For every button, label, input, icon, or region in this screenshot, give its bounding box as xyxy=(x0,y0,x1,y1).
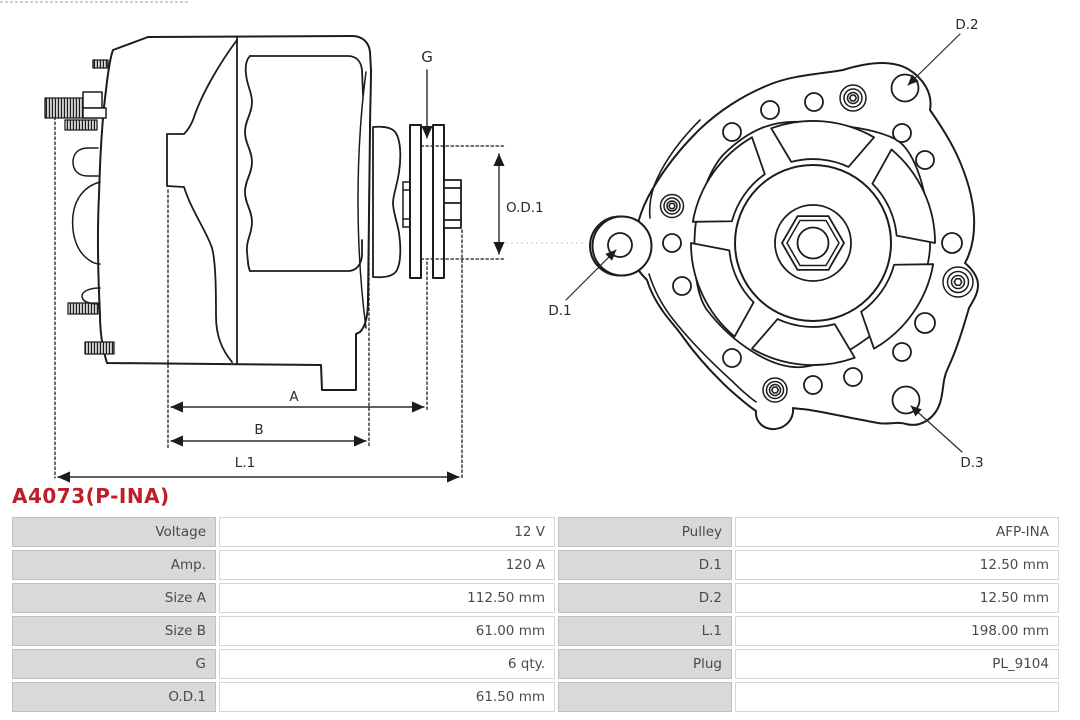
spec-value-cell: 6 qty. xyxy=(219,649,555,679)
fan-vanes xyxy=(690,120,936,366)
d3-label: D.3 xyxy=(960,455,983,471)
mounting-studs xyxy=(44,59,115,355)
d3-leader xyxy=(910,405,963,453)
spec-value-cell: 61.50 mm xyxy=(219,682,555,712)
web-lines xyxy=(648,119,757,403)
spec-label-cell: Size B xyxy=(12,616,216,646)
spec-value-cell: 112.50 mm xyxy=(219,583,555,613)
screw-icon xyxy=(762,377,788,403)
side-view-labels: G O.D.1 A B L.1 xyxy=(235,48,544,471)
spec-table: Voltage 12 V Pulley AFP-INA Amp. 120 A D… xyxy=(12,517,1059,712)
stud-icon xyxy=(67,302,99,315)
side-internal-lines xyxy=(166,36,367,364)
spec-value-cell: 61.00 mm xyxy=(219,616,555,646)
rear-boss xyxy=(372,125,402,279)
spec-value-cell: 198.00 mm xyxy=(735,616,1059,646)
screw-icon xyxy=(839,84,867,112)
spec-label-cell: Size A xyxy=(12,583,216,613)
stud-icon xyxy=(64,119,98,131)
spec-label-cell: D.1 xyxy=(558,550,732,580)
part-number: A4073(P-INA) xyxy=(12,484,170,508)
stud-bracket xyxy=(82,91,103,109)
spec-label-cell: G xyxy=(12,649,216,679)
b-label: B xyxy=(254,422,263,438)
stud-icon xyxy=(84,341,115,355)
d1-leader xyxy=(565,249,617,301)
spec-label-cell: Voltage xyxy=(12,517,216,547)
screw-icon xyxy=(659,193,685,219)
spec-label-cell: D.2 xyxy=(558,583,732,613)
spec-value-cell: 12.50 mm xyxy=(735,550,1059,580)
terminals xyxy=(71,147,101,305)
spec-label-cell: Plug xyxy=(558,649,732,679)
side-view xyxy=(44,35,505,483)
pulley xyxy=(409,124,462,279)
spec-label-cell: L.1 xyxy=(558,616,732,646)
a-label: A xyxy=(289,389,299,405)
d2-label: D.2 xyxy=(955,17,978,33)
hub-tabs xyxy=(402,181,411,228)
end-view xyxy=(565,33,979,453)
od1-label: O.D.1 xyxy=(506,200,544,216)
screw-icon xyxy=(942,266,974,298)
spec-label-cell: Amp. xyxy=(12,550,216,580)
d1-label: D.1 xyxy=(548,303,571,319)
leader-lines xyxy=(565,33,963,453)
spec-label-cell xyxy=(558,682,732,712)
spec-value-cell: 12.50 mm xyxy=(735,583,1059,613)
l1-label: L.1 xyxy=(235,455,255,471)
end-view-labels: D.1 D.2 D.3 xyxy=(548,17,983,471)
pulley-shaft xyxy=(443,179,462,229)
d1-lug xyxy=(591,215,653,277)
spec-value-cell: 12 V xyxy=(219,517,555,547)
g-label: G xyxy=(421,48,433,66)
spec-value-cell: 120 A xyxy=(219,550,555,580)
dimension-lines xyxy=(57,69,505,483)
spec-label-cell: O.D.1 xyxy=(12,682,216,712)
spec-value-cell xyxy=(735,682,1059,712)
spec-label-cell: Pulley xyxy=(558,517,732,547)
through-bolts xyxy=(659,84,974,403)
d2-leader xyxy=(907,33,961,86)
side-body-outline xyxy=(96,35,372,391)
hub xyxy=(734,164,892,322)
spec-value-cell: AFP-INA xyxy=(735,517,1059,547)
stud-bracket xyxy=(82,107,107,119)
spec-value-cell: PL_9104 xyxy=(735,649,1059,679)
stud-icon xyxy=(92,59,109,69)
alternator-technical-drawing: G O.D.1 A B L.1 xyxy=(0,1,984,483)
extension-lines xyxy=(54,116,505,479)
stud-icon xyxy=(44,97,84,119)
d1-hole xyxy=(607,232,633,258)
